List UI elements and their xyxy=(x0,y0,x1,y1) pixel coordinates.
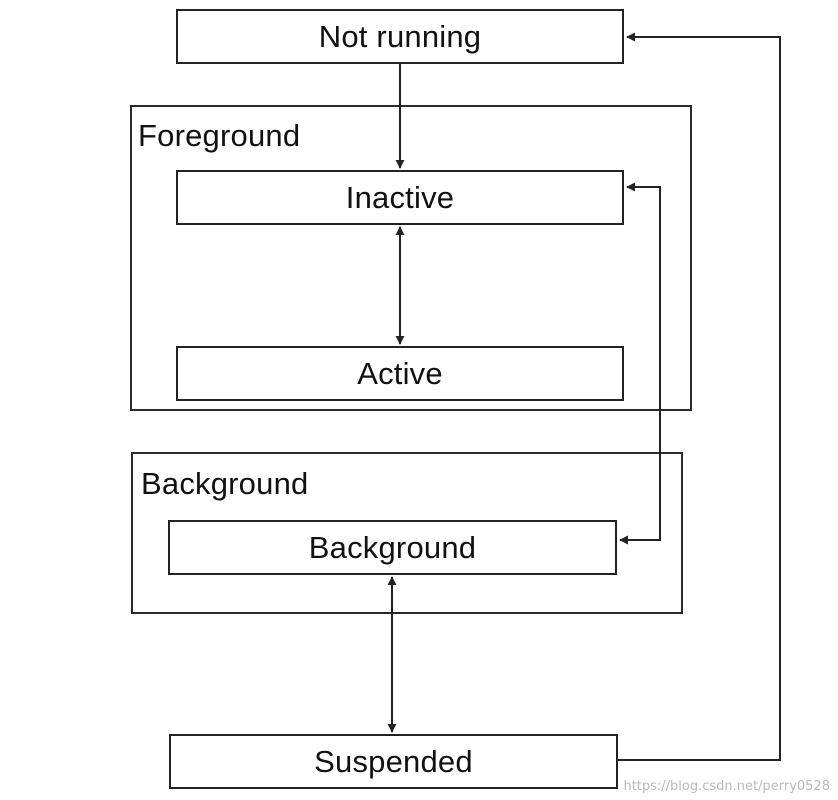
state-inactive: Inactive xyxy=(176,170,624,225)
state-active-label: Active xyxy=(357,355,443,391)
state-suspended: Suspended xyxy=(169,734,618,789)
arrow-inactive-background xyxy=(619,182,661,545)
state-active: Active xyxy=(176,346,624,401)
state-not-running: Not running xyxy=(176,9,624,64)
foreground-group xyxy=(130,105,692,411)
arrow-suspended-to-not-running xyxy=(618,32,781,761)
watermark-text: https://blog.csdn.net/perry0528 xyxy=(623,779,830,794)
foreground-group-label: Foreground xyxy=(138,118,301,153)
state-suspended-label: Suspended xyxy=(314,743,473,779)
state-background-label: Background xyxy=(308,529,477,565)
state-not-running-label: Not running xyxy=(318,18,482,54)
background-group-label: Background xyxy=(141,466,309,501)
state-inactive-label: Inactive xyxy=(345,179,455,215)
state-background: Background xyxy=(168,520,617,575)
background-group xyxy=(131,452,683,614)
